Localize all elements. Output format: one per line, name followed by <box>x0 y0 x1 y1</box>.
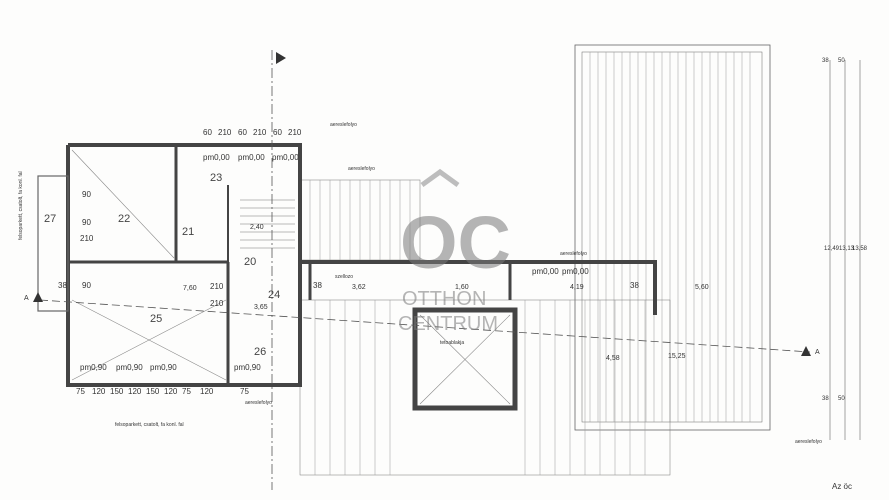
room-label: 25 <box>150 313 162 325</box>
window-label: pm0,90 <box>80 363 107 372</box>
room-label: 20 <box>244 256 256 268</box>
interior-dimensions: 7,60 3,62 1,60 4,19 5,60 3,65 2,40 4,58 … <box>183 224 709 362</box>
dimension-label: 150 <box>110 387 124 396</box>
staircase <box>240 199 295 249</box>
note-label: 38 <box>58 281 67 290</box>
wall-label: aereslefolyo <box>330 122 357 128</box>
corner-note: Az öc <box>832 482 852 491</box>
section-mark: A <box>815 349 820 356</box>
dimension-label: 3,62 <box>352 284 366 291</box>
bottom-dimensions: 75 120 150 120 150 120 75 120 75 <box>76 387 249 396</box>
wall-label: aereslefolyo <box>348 166 375 172</box>
note-label: 38 <box>313 281 322 290</box>
dimension-label: 4,19 <box>570 284 584 291</box>
section-line <box>39 299 811 353</box>
dimension-label: 13,13 <box>839 246 855 252</box>
misc-label: tetoablakja <box>440 340 464 346</box>
note-label: 38 <box>630 281 639 290</box>
dimension-label: 120 <box>128 387 142 396</box>
dimension-label: 7,60 <box>183 285 197 292</box>
right-dimensions: 38 50 12,49 13,13 13,58 38 50 <box>822 58 868 402</box>
room-label: 27 <box>44 213 56 225</box>
room-label: 24 <box>268 289 280 301</box>
dimension-label: 1,60 <box>455 284 469 291</box>
window-label: pm0,90 <box>234 363 261 372</box>
window-labels: pm0,00 pm0,00 pm0,00 pm0,90 pm0,90 pm0,9… <box>80 153 589 372</box>
dimension-label: 75 <box>76 387 85 396</box>
window-label: pm0,00 <box>272 153 299 162</box>
top-dimensions: 60 210 60 210 60 210 <box>203 128 302 137</box>
window-label: pm0,90 <box>150 363 177 372</box>
side-note: felsoparkett, csatolt, fa konl. fal <box>115 422 184 428</box>
section-arrow-icon <box>33 292 43 302</box>
room-label: 22 <box>118 213 130 225</box>
dimension-label: 50 <box>838 58 845 64</box>
room-label: 26 <box>254 346 266 358</box>
dimension-label: 210 <box>288 128 302 137</box>
dimension-label: 15,25 <box>668 353 686 360</box>
note-label: 90 <box>82 281 91 290</box>
misc-label: szellozo <box>335 274 353 280</box>
roof-area <box>574 44 771 431</box>
deck-area <box>299 179 671 476</box>
watermark-logo: OC OTTHON CENTRUM <box>398 168 511 335</box>
note-label: 90 <box>82 218 91 227</box>
dimension-label: 3,65 <box>254 304 268 311</box>
dimension-label: 38 <box>822 396 829 402</box>
wall-label: aereslefolyo <box>245 400 272 406</box>
small-notes: 90 90 210 210 210 90 38 38 38 <box>58 190 639 308</box>
dimension-label: 75 <box>240 387 249 396</box>
dimension-label: 120 <box>164 387 178 396</box>
room-labels: 22 23 21 20 25 26 27 24 <box>44 172 280 358</box>
section-arrow-icon <box>801 346 811 356</box>
watermark-line2: CENTRUM <box>398 313 498 335</box>
wall-label: aereslefolyo <box>795 439 822 445</box>
wall-labels: aereslefolyo aereslefolyo aereslefolyo a… <box>245 122 822 445</box>
dimension-label: 38 <box>822 58 829 64</box>
window-label: pm0,00 <box>238 153 265 162</box>
watermark-line1: OTTHON <box>402 288 486 310</box>
dimension-label: 2,40 <box>250 224 264 231</box>
room-label: 21 <box>182 226 194 238</box>
dimension-label: 210 <box>218 128 232 137</box>
side-note: felsoparkett, csatolt, fa konl. fal <box>18 171 24 240</box>
window-label: pm0,00 <box>203 153 230 162</box>
window-label: pm0,90 <box>116 363 143 372</box>
wall-label: aereslefolyo <box>560 251 587 257</box>
dimension-label: 210 <box>253 128 267 137</box>
note-label: 90 <box>82 190 91 199</box>
note-label: 210 <box>210 282 224 291</box>
dimension-label: 120 <box>200 387 214 396</box>
dimension-label: 13,58 <box>852 246 868 252</box>
balcony <box>37 175 69 312</box>
dimension-label: 60 <box>273 128 282 137</box>
dimension-label: 75 <box>182 387 191 396</box>
dimension-label: 50 <box>838 396 845 402</box>
section-mark: A <box>24 295 29 302</box>
room-diagonals <box>71 149 511 405</box>
right-dimension-lines <box>829 60 861 440</box>
dimension-label: 120 <box>92 387 106 396</box>
north-arrow-icon <box>276 52 286 64</box>
dimension-label: 150 <box>146 387 160 396</box>
window-label: pm0,00 <box>532 267 559 276</box>
dimension-label: 60 <box>238 128 247 137</box>
dimension-label: 4,58 <box>606 355 620 362</box>
dimension-label: 12,49 <box>824 246 840 252</box>
watermark-oc: OC <box>400 201 511 284</box>
note-label: 210 <box>80 234 94 243</box>
room-label: 23 <box>210 172 222 184</box>
window-label: pm0,00 <box>562 267 589 276</box>
note-label: 210 <box>210 299 224 308</box>
dimension-label: 60 <box>203 128 212 137</box>
dimension-label: 5,60 <box>695 284 709 291</box>
